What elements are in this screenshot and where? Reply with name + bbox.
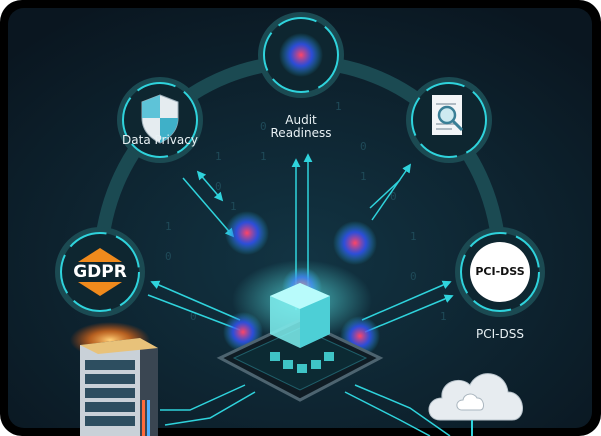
- svg-text:1: 1: [410, 230, 417, 243]
- svg-text:1: 1: [440, 310, 447, 323]
- cloud-icon: [428, 373, 523, 436]
- svg-text:1: 1: [165, 220, 172, 233]
- svg-text:0: 0: [215, 180, 222, 193]
- node-document[interactable]: [406, 77, 492, 163]
- svg-text:0: 0: [390, 190, 397, 203]
- audit-label-line2: Readiness: [270, 126, 332, 140]
- central-platform: [216, 260, 384, 402]
- circuit-lines: [160, 384, 451, 436]
- node-data-privacy[interactable]: [117, 77, 203, 163]
- node-gdpr[interactable]: [55, 227, 145, 317]
- svg-text:0: 0: [260, 120, 267, 133]
- svg-text:1: 1: [230, 200, 237, 213]
- data-privacy-label: Data Privacy: [122, 133, 198, 147]
- document-search-icon: [432, 95, 464, 135]
- audit-label-line1: Audit: [285, 113, 317, 127]
- node-pci[interactable]: [455, 227, 545, 317]
- gdpr-badge-text: GDPR: [73, 262, 127, 282]
- network-node: [225, 211, 269, 255]
- shield-icon: [141, 94, 179, 144]
- server-rack-icon: [70, 322, 158, 436]
- network-icon: [279, 33, 323, 77]
- svg-text:1: 1: [360, 170, 367, 183]
- pci-badge-text: PCI-DSS: [475, 265, 525, 278]
- svg-text:1: 1: [260, 150, 267, 163]
- connector-arrows: [147, 153, 454, 333]
- node-audit[interactable]: [258, 12, 344, 98]
- svg-text:0: 0: [410, 270, 417, 283]
- pci-badge-bg: [470, 242, 530, 302]
- svg-text:0: 0: [165, 250, 172, 263]
- pci-label: PCI-DSS: [476, 327, 524, 341]
- gdpr-badge-icon: [72, 248, 128, 296]
- network-node: [333, 221, 377, 265]
- svg-text:0: 0: [190, 310, 197, 323]
- svg-text:1: 1: [335, 100, 342, 113]
- svg-text:0: 0: [360, 140, 367, 153]
- svg-text:1: 1: [215, 150, 222, 163]
